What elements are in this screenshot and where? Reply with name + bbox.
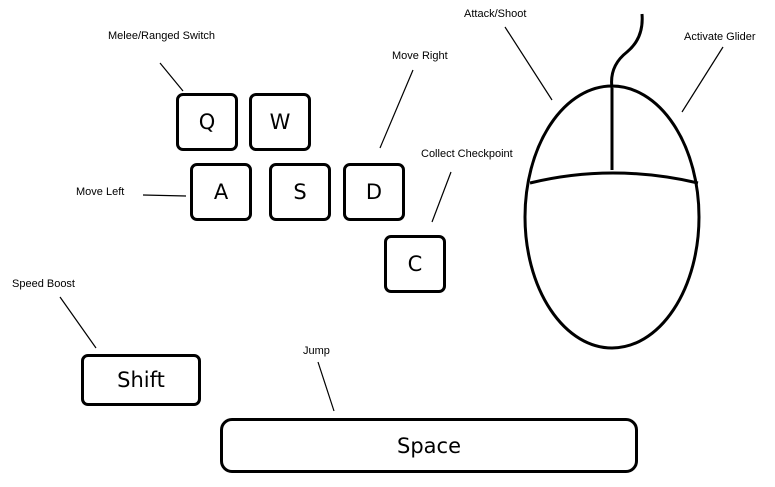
label-jump: Jump (303, 345, 330, 357)
key-a: A (190, 163, 252, 221)
leader-line-move-left (142, 194, 187, 197)
label-activate-glider: Activate Glider (684, 31, 756, 43)
label-attack-shoot: Attack/Shoot (464, 8, 527, 20)
key-space: Space (220, 418, 638, 473)
leader-line-jump (317, 361, 335, 412)
mouse-icon (523, 13, 701, 350)
key-q: Q (176, 93, 238, 151)
label-collect-checkpoint: Collect Checkpoint (421, 148, 513, 160)
label-melee-ranged-switch: Melee/Ranged Switch (108, 30, 216, 42)
key-c: C (384, 235, 446, 293)
mouse-cable (610, 13, 644, 89)
label-speed-boost: Speed Boost (12, 278, 75, 290)
leader-line-speed-boost (59, 296, 97, 349)
key-shift: Shift (81, 354, 201, 406)
leader-line-move-right (379, 69, 414, 149)
leader-line-attack-shoot (504, 26, 553, 101)
leader-line-collect-checkpoint (431, 171, 452, 223)
label-move-right: Move Right (392, 50, 448, 62)
key-w: W (249, 93, 311, 151)
mouse-button-divider (529, 171, 699, 185)
label-move-left: Move Left (76, 186, 125, 198)
key-s: S (269, 163, 331, 221)
leader-line-activate-glider (681, 46, 724, 113)
leader-line-melee-ranged (159, 62, 184, 92)
key-d: D (343, 163, 405, 221)
